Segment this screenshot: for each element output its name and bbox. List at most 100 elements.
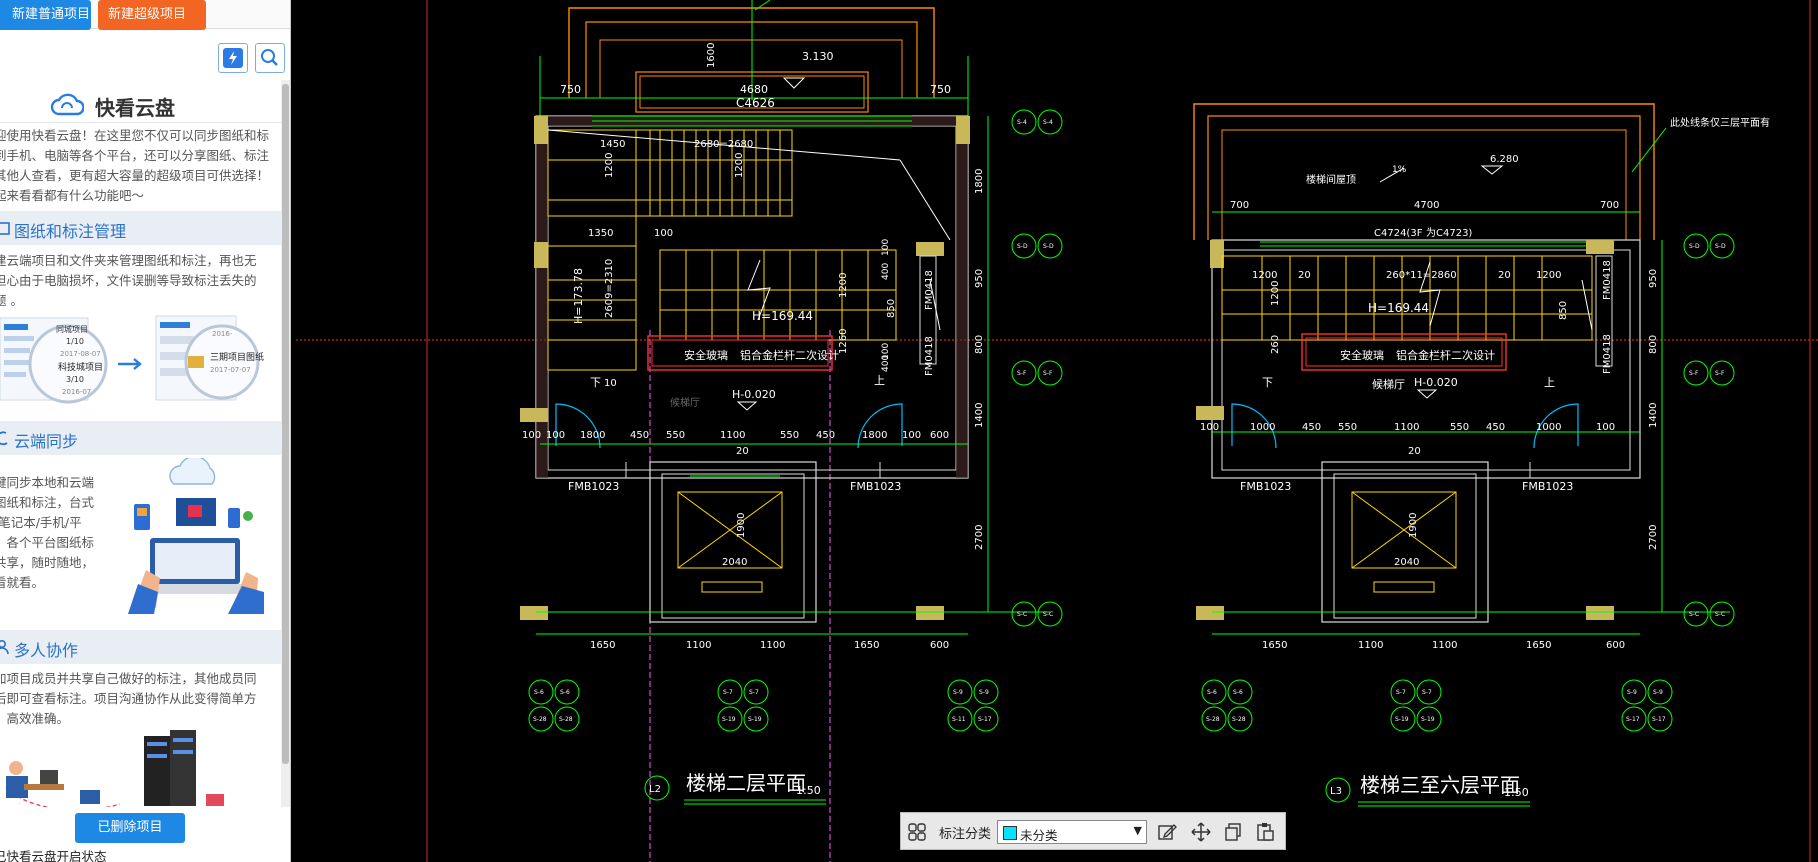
new-super-project-label: 新建超级项目 <box>108 7 187 22</box>
dim-label: 450 <box>1302 422 1321 433</box>
cad-drawing-canvas[interactable]: 750 4680 750 C4626 3.130 1600 <box>296 0 1818 862</box>
dim-label: 20 <box>1298 270 1311 281</box>
axis-label: S-D <box>1689 243 1700 250</box>
intro-line: 其他人查看，更有超大容量的超级项目可供选择！ <box>0 168 270 183</box>
section-line: 担心由于电脑损坏，文件误删等导致标注丢失的 <box>0 273 257 288</box>
plan-scale: 1:50 <box>796 784 821 797</box>
card-year: 2016- <box>212 330 233 338</box>
window-label: C4626 <box>736 96 775 110</box>
dim-label: 1100 <box>720 430 745 441</box>
section-line: 建云端项目和文件夹来管理图纸和标注，再也无 <box>0 253 257 268</box>
copy-icon[interactable] <box>1223 822 1243 842</box>
dim-label: 10 <box>604 378 617 389</box>
annotation-category-select[interactable]: 未分类 ▼ <box>997 820 1147 844</box>
dim-label: 20 <box>1408 446 1421 457</box>
axis-label: S-28 <box>1206 716 1220 723</box>
deleted-projects-label: 已删除项目 <box>97 820 163 835</box>
axis-label: S-6 <box>560 689 570 696</box>
direction-label: 下 <box>590 376 601 389</box>
dim-label: 1000 <box>1536 422 1561 433</box>
axis-label: S-6 <box>1233 689 1243 696</box>
section-text: 建云端项目和文件夹来管理图纸和标注，再也无 担心由于电脑损坏，文件误删等导致标注… <box>0 251 269 311</box>
dim-label: 600 <box>930 430 949 441</box>
axis-label: S-4 <box>1017 119 1027 126</box>
door-label: FM0418 <box>1602 260 1613 300</box>
drawing-management-illustration: 同城项目 1/10 2017-08-07 科技城项目 3/10 2016-07 … <box>0 315 264 404</box>
section-title: 云端同步 <box>14 432 79 451</box>
section-line: 看就看。 <box>0 575 45 590</box>
new-project-button[interactable]: 新建普通项目 <box>0 0 91 30</box>
dim-label: 100 <box>654 228 673 239</box>
dim-label: 1650 <box>1262 640 1287 651</box>
section-line: 共享，随时随地， <box>0 555 95 570</box>
card-title: 三期项目图纸 <box>210 351 264 363</box>
dim-label: 4700 <box>1414 200 1439 211</box>
section-collaboration: 多人协作 <box>0 630 281 664</box>
dim-label: 1200 <box>604 153 615 178</box>
axis-label: S-C <box>1689 611 1699 618</box>
search-button[interactable] <box>255 43 285 73</box>
plan-scale: 1:50 <box>1504 786 1529 799</box>
axis-label: S-9 <box>979 689 989 696</box>
section-line: ，各个平台图纸标 <box>0 535 95 550</box>
axis-label: S-C <box>1043 611 1053 618</box>
dim-label: 1900 <box>736 513 747 538</box>
annotation-toolbar: 标注分类 未分类 ▼ <box>900 812 1286 850</box>
section-line: 后即可查看标注。项目沟通协作从此变得简单方 <box>0 691 257 706</box>
section-text: 加项目成员并共享自己做好的标注，其他成员同 后即可查看标注。项目沟通协作从此变得… <box>0 669 269 729</box>
cloud-sync-illustration <box>128 458 264 614</box>
dim-label: 4680 <box>740 83 768 96</box>
dim-label: 1800 <box>974 169 985 194</box>
grid-menu-icon[interactable] <box>907 822 927 842</box>
axis-label: S-9 <box>1627 689 1637 696</box>
room-label: 候梯厅 <box>670 396 700 409</box>
axis-label: S-11 <box>952 716 966 723</box>
dim-label: 750 <box>560 83 581 96</box>
door-label: FM0418 <box>924 336 935 376</box>
axis-label: S-7 <box>1422 689 1432 696</box>
axis-label: S-17 <box>1652 716 1666 723</box>
scrollbar-thumb[interactable] <box>282 84 289 764</box>
window-label: C4724(3F <box>1374 228 1423 239</box>
dim-label: 260 <box>1270 335 1281 354</box>
intro-line: 到手机、电脑等各个平台，还可以分享图纸、标注 <box>0 148 270 163</box>
dim-label: 400 <box>881 263 891 280</box>
category-selected-value: 未分类 <box>1020 828 1058 843</box>
door-label: FMB1023 <box>1240 480 1291 493</box>
dim-label: 2680=2680 <box>694 139 753 150</box>
deleted-projects-button[interactable]: 已删除项目 <box>75 813 185 843</box>
door-label: FMB1023 <box>850 480 901 493</box>
dim-label: 1400 <box>974 403 985 428</box>
height-label: H=169.44 <box>1368 301 1429 315</box>
status-text: 已快看云盘开启状态 <box>0 849 107 862</box>
axis-label: S-17 <box>978 716 992 723</box>
card-ratio: 1/10 <box>66 337 84 346</box>
dim-label: 550 <box>1338 422 1357 433</box>
users-icon <box>0 640 9 655</box>
note-label: 安全玻璃 <box>684 348 728 362</box>
dim-label: 1260 <box>838 329 849 354</box>
section-title: 多人协作 <box>14 641 79 660</box>
dim-label: 1900 <box>1408 513 1419 538</box>
new-super-project-button[interactable]: 新建超级项目 <box>98 0 206 30</box>
edit-icon[interactable] <box>1157 822 1177 842</box>
axis-label: S-9 <box>1653 689 1663 696</box>
axis-label: S-D <box>1715 243 1726 250</box>
dim-label: 20 <box>736 446 749 457</box>
direction-label: 上 <box>1544 376 1555 389</box>
note-label: 铝合金栏杆二次设计 <box>740 348 839 362</box>
card-date: 2016-07 <box>62 388 91 396</box>
card-project: 科技城项目 <box>58 361 103 373</box>
elevation-label: H-0.020 <box>1414 376 1458 389</box>
paste-icon[interactable] <box>1255 822 1275 842</box>
axis-label: S-C <box>1017 611 1027 618</box>
dim-label: 1000 <box>1250 422 1275 433</box>
axis-label: S-19 <box>1395 716 1409 723</box>
note-label: 此处线条仅三层平面有 <box>1670 116 1770 129</box>
section-line: ，高效准确。 <box>0 711 70 726</box>
axis-label: S-C <box>1715 611 1725 618</box>
quick-sync-button[interactable] <box>218 43 248 73</box>
plan-tag: L2 <box>649 784 661 795</box>
elevation-label: 6.280 <box>1490 154 1519 165</box>
move-icon[interactable] <box>1191 822 1211 842</box>
